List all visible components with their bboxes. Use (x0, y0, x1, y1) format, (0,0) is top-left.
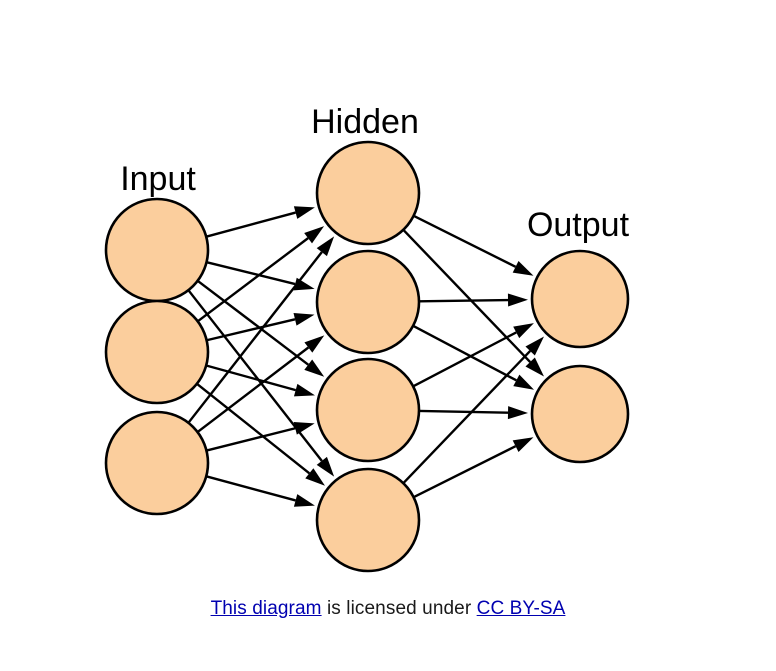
connection-arrowhead (293, 206, 315, 219)
connection-arrowhead (316, 456, 335, 477)
hidden-node-3 (315, 357, 421, 463)
connection-line (206, 261, 296, 286)
connection-arrowhead (513, 374, 535, 390)
connection-line (197, 237, 309, 323)
connection-line (413, 214, 517, 268)
layer-label-input: Input (120, 160, 196, 198)
input-node-2 (104, 299, 210, 405)
connection-arrowhead (512, 260, 534, 276)
connection-line (205, 364, 296, 392)
connection-arrowhead (293, 421, 315, 435)
connection-arrowhead (304, 226, 325, 244)
connection-line (196, 279, 309, 366)
connection-arrowhead (507, 293, 529, 307)
nodes-group (104, 140, 630, 573)
layer-labels-group: Input Hidden Output (120, 103, 629, 244)
connection-arrowhead (507, 406, 529, 420)
connection-arrowhead (316, 236, 335, 257)
edges-group (187, 206, 545, 507)
license-caption: This diagram is licensed under CC BY-SA (0, 598, 776, 628)
connection-arrowhead (525, 357, 545, 377)
layer-label-output: Output (527, 206, 630, 244)
connection-line (418, 409, 509, 414)
connection-line (205, 211, 296, 238)
connection-arrowhead (293, 383, 315, 397)
connection-line (196, 382, 311, 475)
connection-line (412, 331, 517, 388)
connection-arrowhead (304, 335, 325, 353)
input-node-3 (104, 410, 210, 516)
connection-line (206, 427, 296, 452)
connection-arrowhead (305, 468, 325, 486)
connection-line (418, 298, 509, 303)
connection-line (413, 445, 517, 499)
output-node-2 (530, 364, 630, 464)
connection-line (187, 251, 323, 424)
layer-label-hidden: Hidden (311, 103, 419, 141)
connection-arrowhead (304, 359, 325, 377)
connection-line (196, 346, 310, 434)
this-diagram-link[interactable]: This diagram (210, 598, 322, 619)
connection-arrowhead (293, 494, 315, 507)
connection-arrowhead (525, 336, 545, 356)
caption-middle-text: is licensed under (321, 598, 477, 619)
input-node-1 (104, 197, 210, 303)
output-node-1 (530, 249, 630, 349)
hidden-node-2 (315, 249, 421, 355)
connection-line (205, 475, 296, 502)
connection-line (412, 324, 517, 382)
connection-line (206, 318, 296, 342)
connection-line (402, 228, 532, 363)
hidden-node-1 (315, 140, 421, 246)
connection-line (402, 350, 532, 485)
cc-by-sa-link[interactable]: CC BY-SA (476, 598, 566, 619)
connection-arrowhead (513, 323, 534, 339)
connection-arrowhead (293, 312, 315, 326)
hidden-node-4 (315, 467, 421, 573)
connection-arrowhead (512, 437, 534, 453)
